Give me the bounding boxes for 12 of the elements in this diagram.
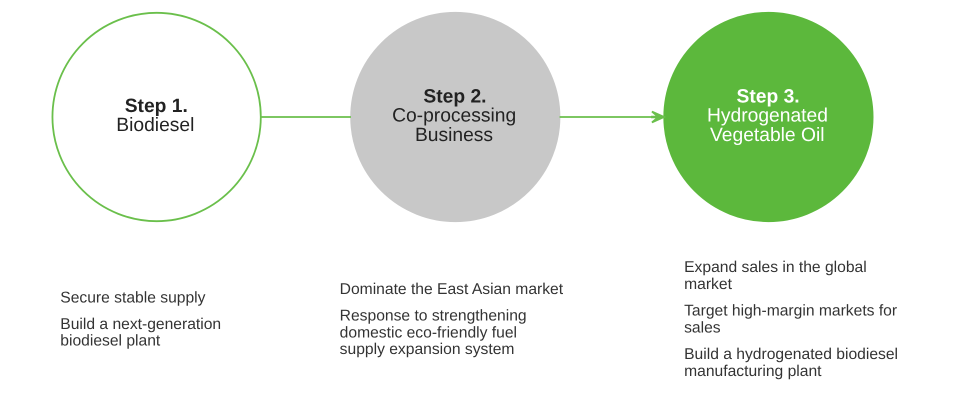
node-label: Build a next-generation biodiesel plant (60, 316, 222, 350)
node-label: Secure stable supply (60, 289, 206, 306)
node-label: Expand sales in the global market (684, 259, 867, 294)
node-label: Build a hydrogenated biodiesel manufacturing plant (684, 346, 898, 380)
node-label: Dominate the East Asian market (340, 280, 564, 298)
node-circle: Step 2. Co-processing Business (350, 12, 560, 222)
node-circle: Step 3. Hydrogenated Vegetable Oil (663, 12, 874, 222)
node-label: Response to strengthening domestic eco-friendly fuel supply expansion system (340, 307, 527, 358)
node-circle: Step 1. Biodiesel (52, 12, 262, 222)
node-label: Target high-margin markets for sales (684, 302, 898, 336)
connector (261, 116, 351, 118)
arrow (560, 110, 665, 124)
